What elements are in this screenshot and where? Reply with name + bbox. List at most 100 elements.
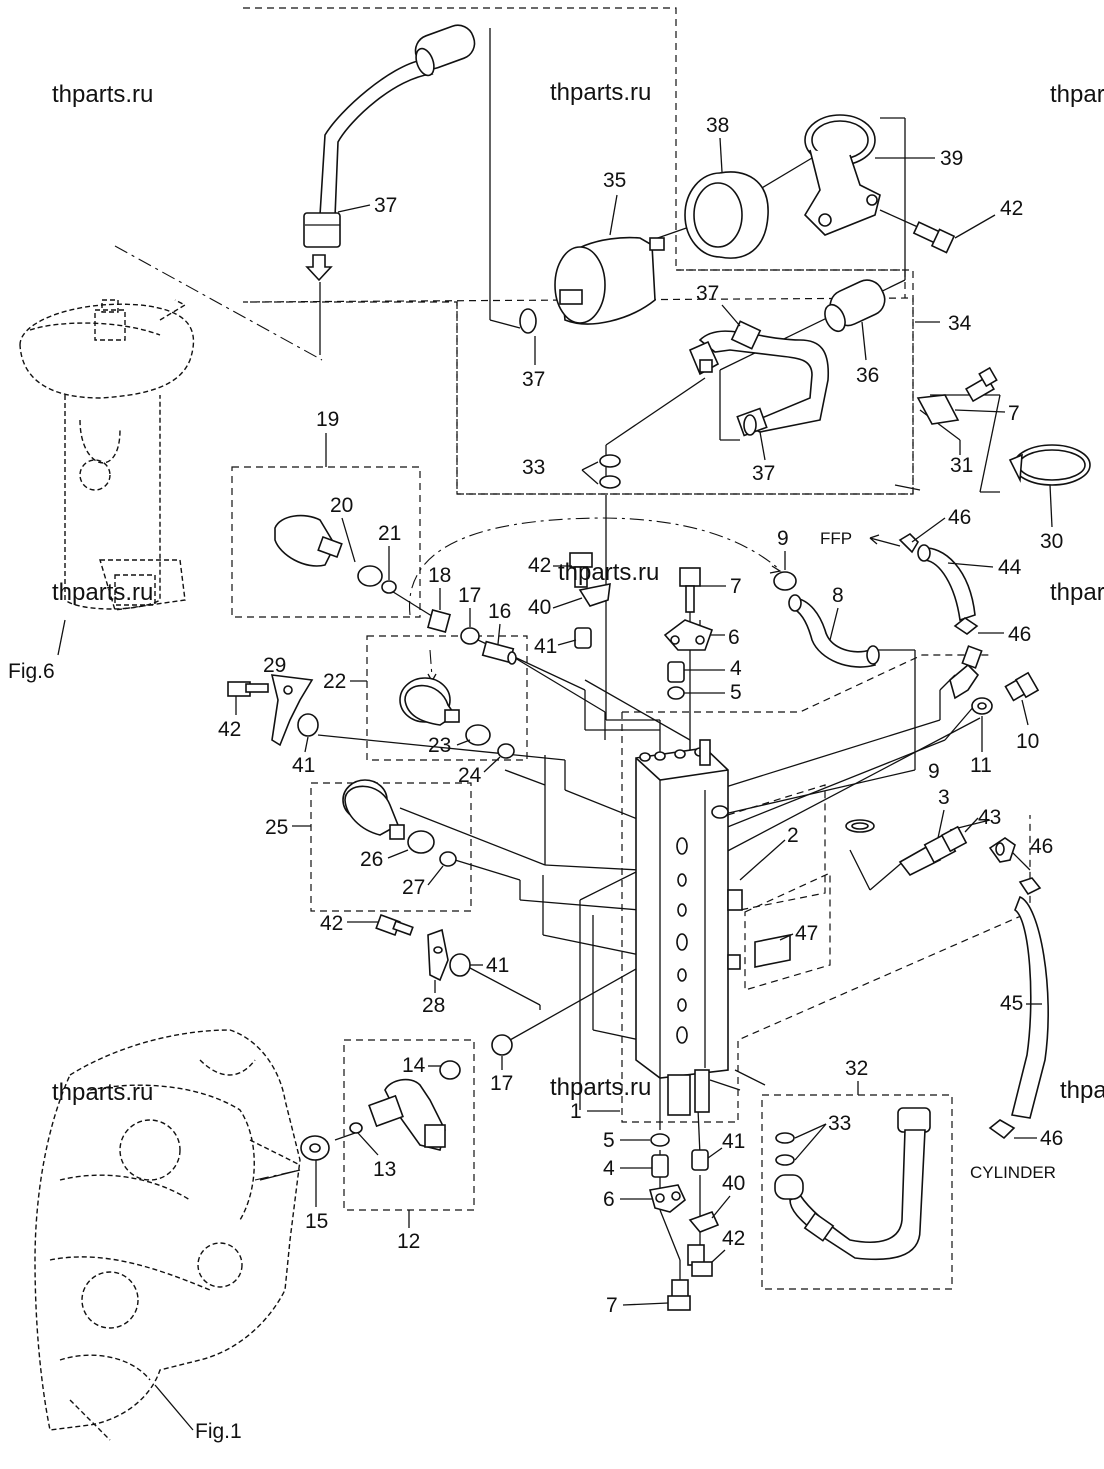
callout-7: 7 [606, 1294, 618, 1317]
callout-5: 5 [730, 681, 742, 704]
callout-30: 30 [1040, 530, 1063, 553]
bottom-parts-5-4-6-7-40-41-42 [648, 1133, 720, 1311]
bolt-42-bracket-28-41 [375, 913, 471, 982]
callout-42: 42 [528, 554, 551, 577]
callout-7: 7 [1008, 402, 1020, 425]
cylinder-reference: CYLINDER [970, 1163, 1056, 1182]
callout-43: 43 [978, 806, 1001, 829]
callout-41: 41 [722, 1130, 745, 1153]
callout-42: 42 [320, 912, 343, 935]
watermark: thparts.ru [52, 1079, 153, 1106]
pipe-32-33 [774, 1107, 931, 1261]
regulator-23 [399, 677, 515, 759]
callout-33: 33 [828, 1112, 851, 1135]
callout-9: 9 [777, 527, 789, 550]
callout-41: 41 [486, 954, 509, 977]
callout-6: 6 [603, 1188, 615, 1211]
callout-11: 11 [970, 754, 992, 777]
callout-25: 25 [265, 816, 288, 839]
group-box-34 [456, 269, 914, 495]
fig1-reference: Fig.1 [195, 1420, 242, 1443]
callout-17: 17 [458, 584, 481, 607]
callout-15: 15 [305, 1210, 328, 1233]
callout-33: 33 [522, 456, 545, 479]
fuel-rail-1 [635, 739, 743, 1116]
fitting-3-43 [898, 825, 1016, 877]
callout-8: 8 [832, 584, 844, 607]
hose-44-46 [898, 532, 979, 635]
callout-46: 46 [1040, 1127, 1063, 1150]
callout-45: 45 [1000, 992, 1023, 1015]
engine-block-fig1 [34, 1029, 301, 1441]
callout-35: 35 [603, 169, 626, 192]
callout-9: 9 [928, 760, 940, 783]
watermark: thpar [1050, 579, 1104, 606]
clamp-ring-38 [684, 171, 769, 259]
group-box-25 [310, 782, 472, 912]
dash-dot-leaders [114, 245, 781, 1181]
callout-24: 24 [458, 764, 482, 787]
group-box-47 [744, 872, 831, 991]
regulator-20 [274, 514, 397, 594]
callout-46: 46 [1008, 623, 1031, 646]
callout-16: 16 [488, 600, 511, 623]
clip-9-mid [845, 819, 875, 833]
group-box-22 [366, 635, 528, 761]
callout-10: 10 [1016, 730, 1039, 753]
watermark: thparts.ru [52, 579, 153, 606]
watermark: thpar [1050, 81, 1104, 108]
callout-41: 41 [292, 754, 315, 777]
callout-46: 46 [948, 506, 971, 529]
callout-42: 42 [218, 718, 241, 741]
callout-37: 37 [522, 368, 545, 391]
watermark: thparts.ru [52, 81, 153, 108]
callout-38: 38 [706, 114, 729, 137]
callout-34: 34 [948, 312, 972, 335]
bolt-7-plate-6-top [663, 567, 714, 700]
washers-33-top [599, 454, 621, 489]
callout-37: 37 [696, 282, 719, 305]
bolt-42-top [912, 221, 956, 254]
callout-17: 17 [490, 1072, 513, 1095]
hose-8-9 [773, 571, 880, 668]
callout-41: 41 [534, 635, 557, 658]
sensor-12 [300, 1034, 513, 1161]
callout-12: 12 [397, 1230, 420, 1253]
callout-28: 28 [422, 994, 445, 1017]
small-fittings-18-17-16 [426, 608, 517, 665]
callout-46: 46 [1030, 835, 1053, 858]
callout-4: 4 [730, 657, 742, 680]
callout-47: 47 [795, 922, 818, 945]
callout-40: 40 [528, 596, 551, 619]
bracket-39 [803, 114, 881, 236]
callout-7: 7 [730, 575, 742, 598]
part-47 [754, 934, 791, 968]
callout-39: 39 [940, 147, 963, 170]
callout-31: 31 [950, 454, 973, 477]
group-box-2 [704, 784, 826, 911]
hose-assembly-36-37 [688, 279, 886, 437]
hose-37-upper [303, 24, 476, 248]
pump-outline-fig6 [19, 299, 195, 611]
hose-45 [988, 877, 1049, 1140]
callout-42: 42 [1000, 197, 1023, 220]
callout-4: 4 [603, 1157, 615, 1180]
callout-13: 13 [373, 1158, 396, 1181]
callout-22: 22 [323, 670, 346, 693]
callout-1: 1 [570, 1100, 582, 1123]
callout-32: 32 [845, 1057, 868, 1080]
callout-2: 2 [787, 824, 799, 847]
callout-44: 44 [998, 556, 1022, 579]
arrow-markers [305, 254, 901, 683]
fig6-reference: Fig.6 [8, 660, 55, 683]
elbow-and-fittings-right [949, 645, 1040, 715]
clip-31-30 [916, 366, 1091, 486]
bracket-29 [227, 674, 319, 747]
callout-23: 23 [428, 734, 451, 757]
watermark: thparts.ru [550, 79, 651, 106]
watermark: thpar [1060, 1077, 1104, 1104]
callout-27: 27 [402, 876, 425, 899]
watermark: thparts.ru [558, 559, 659, 586]
callout-21: 21 [378, 522, 401, 545]
